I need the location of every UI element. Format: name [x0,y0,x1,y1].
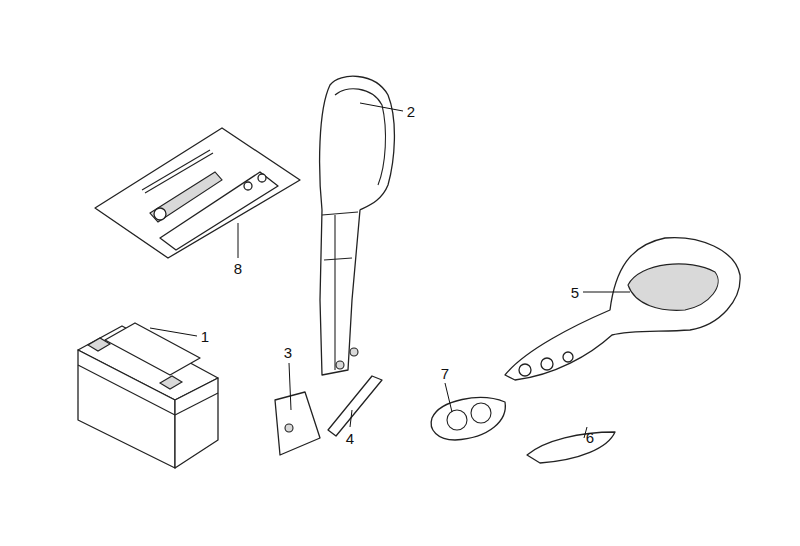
plate-part [275,392,320,455]
callout-number: 1 [201,329,209,344]
battery [78,323,218,468]
tool-kit [95,128,300,258]
callout-number: 8 [234,261,242,276]
strip-part [328,376,382,436]
cover-part [431,398,505,440]
mirror-right [505,238,740,380]
callout-number: 4 [346,431,354,446]
callout-number: 7 [441,366,449,381]
mirror-left [320,76,395,375]
leader-lines [150,103,630,438]
callout-number: 2 [407,104,415,119]
callout-number: 3 [284,345,292,360]
callout-number: 5 [571,285,579,300]
callout-number: 6 [586,430,594,445]
trim-part [527,432,615,463]
